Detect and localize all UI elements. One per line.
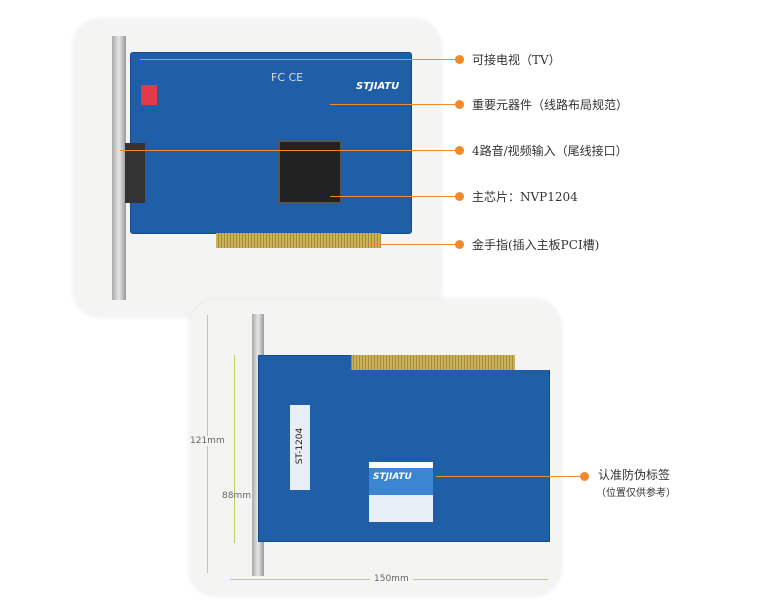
callout-label-chip: 主芯片：NVP1204 — [472, 190, 578, 204]
serial-sticker: ST-1204 — [290, 405, 310, 490]
back-gold-fingers — [345, 355, 515, 370]
callout-dot — [455, 55, 464, 64]
callout-dot — [455, 146, 464, 155]
callout-label-components: 重要元器件（线路布局规范） — [472, 98, 629, 112]
callout-label-tv: 可接电视（TV） — [472, 53, 561, 67]
callout-line-tv — [140, 59, 458, 60]
tv-connector — [141, 85, 157, 105]
callout-dot — [580, 472, 589, 481]
callout-label-av-input: 4路音/视频输入（尾线接口） — [472, 144, 628, 158]
sticker-brand: STJIATU — [373, 472, 412, 482]
dimension-label-150: 150mm — [370, 574, 413, 584]
brand-marking: STJIATU — [356, 81, 400, 92]
callout-line-chip — [330, 196, 458, 197]
callout-line-av-input — [120, 150, 458, 151]
callout-line-components — [330, 104, 458, 105]
callout-note-sticker: （位置仅供参考） — [596, 488, 676, 499]
callout-label-gold: 金手指(插入主板PCI槽) — [472, 238, 600, 252]
callout-dot — [455, 100, 464, 109]
dimension-line-88 — [234, 355, 235, 543]
callout-line-gold — [370, 244, 458, 245]
model-marking: ST-1204 — [295, 427, 305, 465]
front-bracket — [112, 36, 126, 300]
callout-dot — [455, 240, 464, 249]
dimension-label-121: 121mm — [190, 436, 225, 446]
callout-label-sticker: 认准防伪标签 — [598, 468, 671, 482]
callout-line-sticker — [436, 476, 584, 477]
dimension-label-88: 88mm — [222, 491, 251, 501]
front-gold-fingers — [216, 233, 381, 248]
front-pcb: FC CE STJIATU — [125, 52, 412, 234]
fcc-marking: FC CE — [271, 71, 304, 84]
anti-counterfeit-sticker: STJIATU — [369, 462, 433, 522]
callout-dot — [455, 192, 464, 201]
vga-connector — [125, 143, 145, 203]
